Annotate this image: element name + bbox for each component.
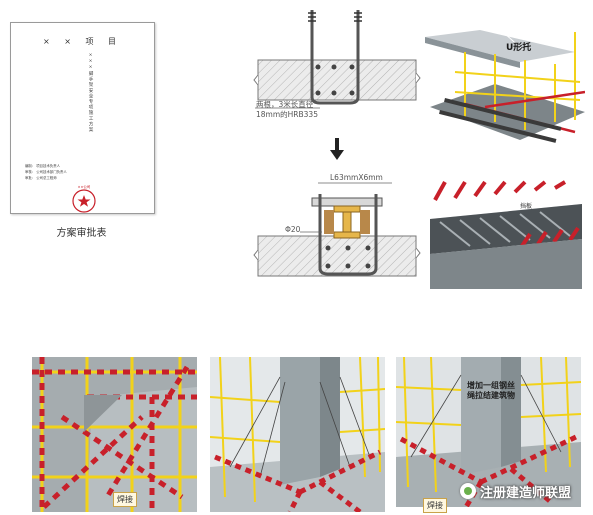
lower-label: 挡板	[520, 203, 533, 210]
sign-line: 审批： 公司总工程师	[25, 176, 57, 180]
beam-anchor-diagram	[253, 182, 421, 277]
cantilever-render	[430, 174, 582, 289]
wechat-logo-icon	[460, 483, 476, 499]
stamp-text: ××公司	[77, 185, 91, 189]
weld-label-left: 焊接	[113, 492, 137, 507]
column-cable-render	[396, 357, 581, 507]
anchor-section-diagram	[253, 10, 421, 109]
arrow-down-icon	[330, 138, 344, 160]
document-sign-lines: 编制： 项目技术负责人 审核： 公司技术部门负责人 审批： 公司总工程师	[25, 163, 67, 181]
weld-label-right: 焊接	[423, 498, 447, 513]
red-seal-stamp	[72, 189, 96, 213]
diameter-label: Φ20	[285, 225, 301, 234]
column-render	[210, 357, 385, 512]
ground-plan-render	[32, 357, 197, 512]
u-bracket-render	[425, 30, 585, 143]
watermark-text: 注册建造师联盟	[480, 485, 572, 501]
sign-line: 审核： 公司技术部门负责人	[25, 170, 67, 174]
watermark: 注册建造师联盟	[460, 482, 572, 501]
sign-line: 编制： 项目技术负责人	[25, 164, 60, 168]
column-note: 增加一组钢丝绳拉结建筑物	[467, 381, 515, 400]
document-vertical-title: ×××脚手架安全专项施工方案	[88, 53, 93, 133]
document-title: × × 项 目	[42, 37, 123, 46]
angle-label: L63mmX6mm	[330, 173, 383, 182]
document-caption: 方案审批表	[56, 228, 107, 239]
u-bracket-label: U形托	[506, 43, 532, 53]
anchor-note-line1: 两根，3米长直径	[256, 100, 314, 109]
anchor-note-line2: 18mm的HRB335	[256, 110, 318, 119]
approval-document: × × 项 目 ×××脚手架安全专项施工方案 编制： 项目技术负责人 审核： 公…	[10, 22, 155, 214]
